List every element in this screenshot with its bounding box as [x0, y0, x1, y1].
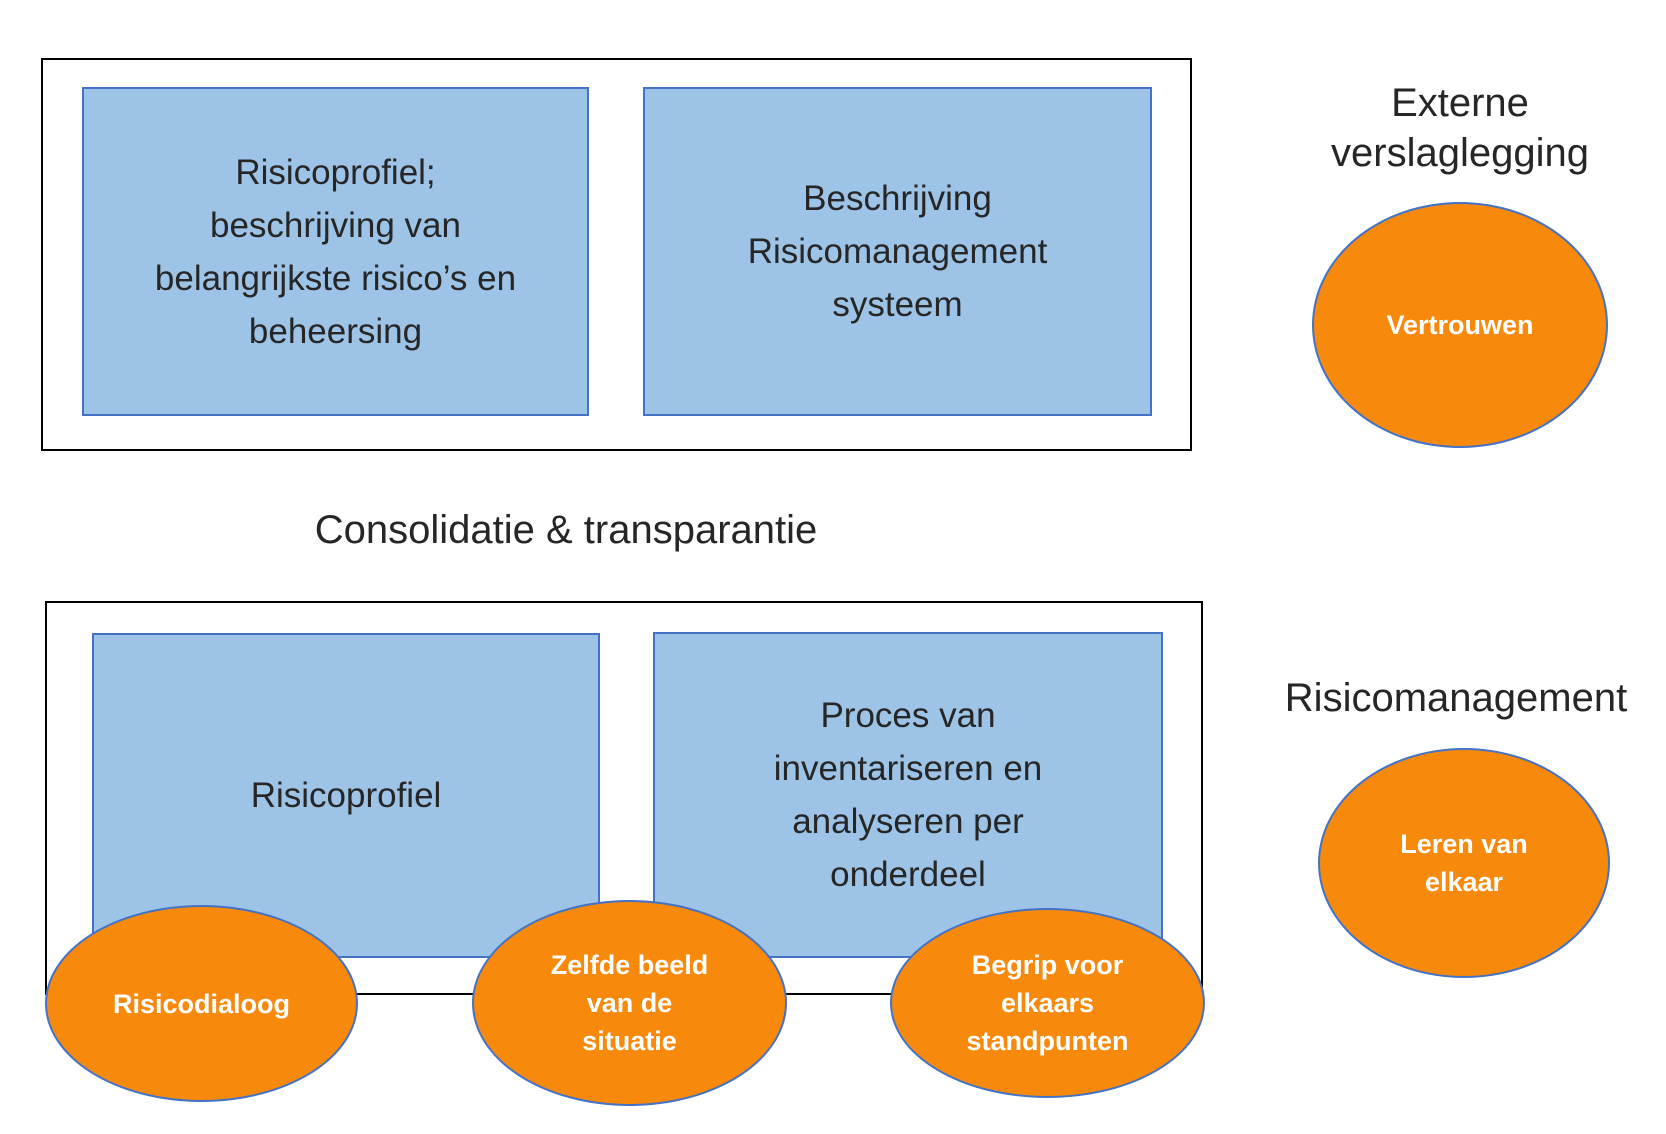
ellipse-leren-van-elkaar: Leren van elkaar: [1318, 748, 1610, 978]
box-beschrijving-risicomanagementsysteem: Beschrijving Risicomanagement systeem: [643, 87, 1152, 416]
ellipse-risicodialoog: Risicodialoog: [45, 905, 358, 1102]
ellipse-vertrouwen: Vertrouwen: [1312, 202, 1608, 448]
heading-risicomanagement: Risicomanagement: [1284, 676, 1628, 720]
ellipse-begrip-standpunten: Begrip voor elkaars standpunten: [890, 908, 1205, 1098]
heading-consolidatie-transparantie: Consolidatie & transparantie: [314, 508, 818, 552]
ellipse-zelfde-beeld: Zelfde beeld van de situatie: [472, 900, 787, 1106]
heading-externe-verslaglegging: Externe verslaglegging: [1331, 81, 1589, 175]
box-risicoprofiel: Risicoprofiel: [92, 633, 600, 958]
box-proces-inventariseren: Proces van inventariseren en analyseren …: [653, 632, 1163, 958]
box-risicoprofiel-beschrijving: Risicoprofiel; beschrijving van belangri…: [82, 87, 589, 416]
